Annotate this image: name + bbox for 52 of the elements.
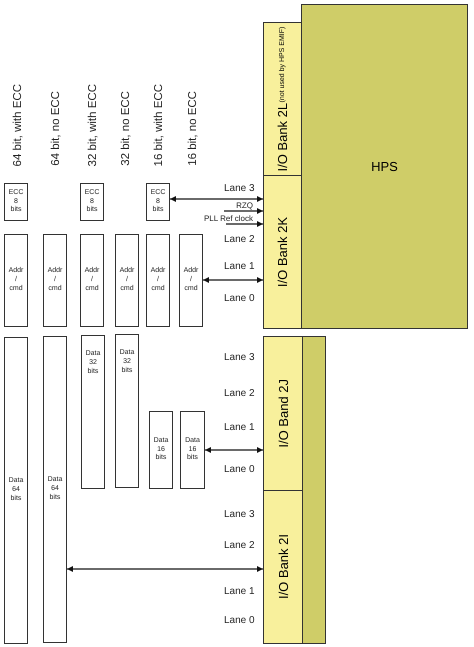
column-header: 16 bit, with ECC: [153, 84, 165, 166]
io-bank-box: [263, 336, 303, 491]
address-command-box: [115, 234, 139, 327]
lane-label: Lane 3: [224, 353, 255, 363]
io-bank-box: [263, 490, 303, 644]
column-header: 64 bit, with ECC: [12, 84, 24, 166]
lane-label: Lane 2: [224, 541, 255, 551]
data-lane-box: [80, 183, 104, 221]
data-lane-box: [146, 183, 170, 221]
lane-label: Lane 1: [224, 587, 255, 597]
lane-label: Lane 2: [224, 235, 255, 245]
address-command-box: [146, 234, 170, 327]
io-bank-box: [263, 22, 302, 176]
lane-label: Lane 1: [224, 423, 255, 433]
lane-label: Lane 3: [224, 510, 255, 520]
data-lane-box: [4, 337, 28, 644]
column-header: 32 bit, no ECC: [120, 91, 132, 166]
column-header: 64 bit, no ECC: [50, 91, 62, 166]
address-command-box: [80, 234, 104, 327]
arrow: [203, 277, 263, 283]
lane-label: Lane 2: [224, 389, 255, 399]
arrow: [67, 566, 263, 572]
data-lane-box: [81, 335, 105, 489]
lane-label: Lane 1: [224, 262, 255, 272]
data-lane-box: [4, 183, 28, 221]
lane-label: Lane 0: [224, 616, 255, 626]
data-lane-box: [115, 334, 139, 488]
lane-label: Lane 0: [224, 465, 255, 475]
data-lane-box: [180, 411, 205, 489]
bank-name: I/O Band 2J: [276, 379, 290, 448]
bank-name: I/O Bank 2K: [275, 216, 290, 288]
bank-name: I/O Bank 2I: [276, 534, 290, 600]
column-header: 32 bit, with ECC: [87, 84, 99, 166]
arrow: [226, 221, 263, 227]
address-command-box: [43, 234, 67, 327]
io-bank-box: [263, 175, 302, 329]
hps-block: [301, 4, 468, 329]
bank-name: I/O Bank 2L: [275, 102, 290, 172]
edge-label: PLL Ref clock: [202, 214, 254, 222]
arrow: [205, 447, 263, 453]
bank-side-strip: [302, 336, 326, 644]
address-command-box: [4, 234, 28, 327]
arrow: [224, 208, 263, 214]
address-command-box: [179, 234, 203, 327]
data-lane-box: [149, 411, 173, 489]
lane-label: Lane 0: [224, 294, 255, 304]
data-lane-box: [43, 336, 67, 643]
lane-label: Lane 3: [224, 184, 255, 194]
block-name: HPS: [371, 159, 398, 174]
arrow: [170, 196, 263, 202]
edge-label: RZQ: [235, 202, 254, 210]
column-header: 16 bit, no ECC: [187, 91, 199, 166]
